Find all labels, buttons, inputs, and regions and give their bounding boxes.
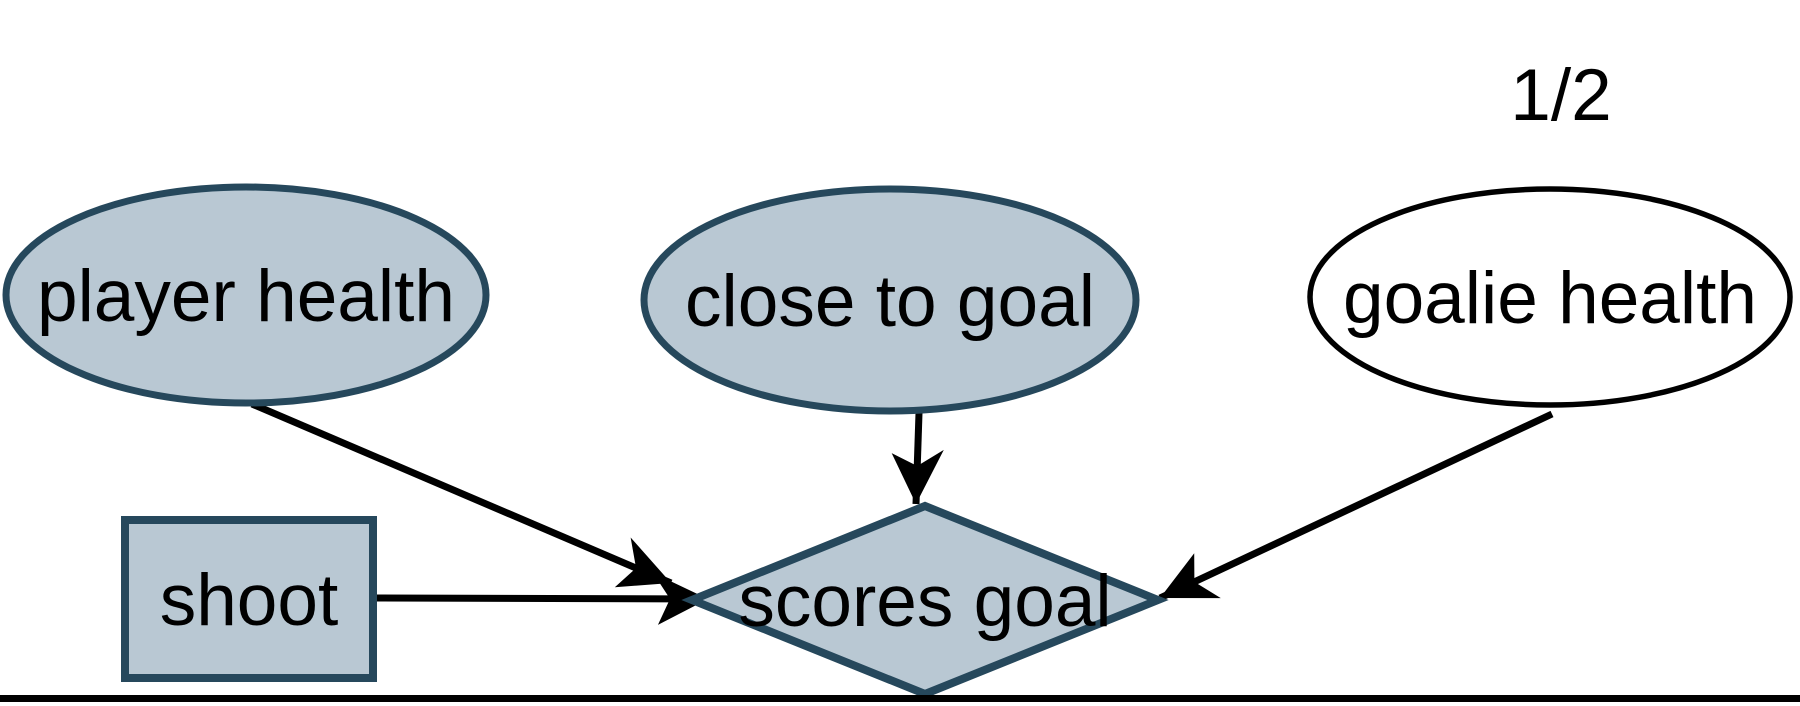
bottom-rule: [0, 695, 1800, 702]
node-scores-goal: scores goal: [681, 501, 1169, 699]
close-to-goal-ellipse: [640, 185, 1140, 415]
edge-line: [1158, 410, 1554, 602]
shoot-box: [121, 516, 377, 682]
close-to-goal-label: close to goal: [685, 261, 1095, 342]
player-health-ellipse: [2, 183, 490, 407]
node-player-health: player health: [2, 183, 490, 407]
scores-goal-diamond: [681, 501, 1169, 699]
edge-shoot-to-scores-goal: [372, 572, 709, 625]
player-health-label: player health: [37, 256, 455, 337]
edge-goalie-health-to-scores-goal: [1158, 410, 1554, 602]
shoot-label: shoot: [160, 560, 339, 641]
edge-player-health-to-scores-goal: [250, 400, 673, 588]
edge-line: [250, 400, 673, 588]
node-shoot: shoot: [121, 516, 377, 682]
edge-line: [372, 572, 709, 625]
edge-line: [891, 412, 944, 505]
node-close-to-goal: close to goal: [640, 185, 1140, 415]
edge-weight-annotation: 1/2: [1510, 55, 1611, 136]
edge-close-to-goal-to-scores-goal: [891, 412, 944, 505]
scores-goal-label: scores goal: [738, 561, 1111, 642]
goalie-health-label: goalie health: [1343, 258, 1757, 339]
goalie-health-ellipse: [1307, 186, 1793, 408]
node-goalie-health: goalie health: [1307, 186, 1793, 408]
